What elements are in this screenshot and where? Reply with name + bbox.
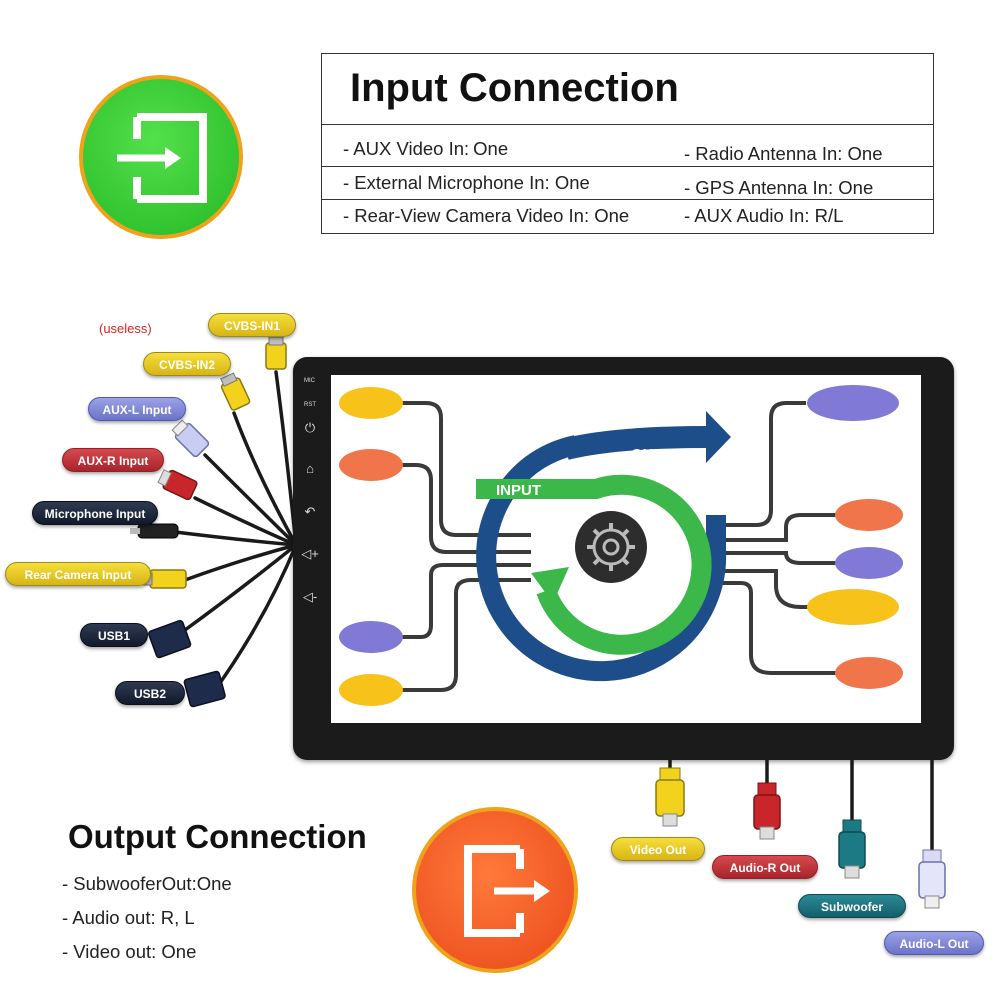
- output-icon-circle: [412, 807, 578, 973]
- home-icon[interactable]: ⌂: [306, 461, 314, 476]
- bubble: [339, 621, 403, 653]
- cvbs-in1-connector: [265, 336, 287, 370]
- label-usb1: USB1: [80, 623, 148, 647]
- label-microphone-input: Microphone Input: [32, 501, 158, 525]
- output-audio: - Audio out: R, L: [62, 907, 195, 928]
- output-icon: [464, 845, 550, 937]
- svg-text:OUTPUT: OUTPUT: [631, 446, 693, 463]
- bubble: [835, 499, 903, 531]
- label-usb2: USB2: [115, 681, 185, 705]
- cvbs-in2-connector: [220, 372, 251, 411]
- input-title: Input Connection: [350, 66, 679, 110]
- bubble: [339, 674, 403, 706]
- input-icon-circle: [79, 75, 243, 239]
- table-divider: [322, 199, 933, 200]
- label-subwoofer: Subwoofer: [798, 894, 906, 918]
- subwoofer-connector: [838, 819, 866, 879]
- label-cvbs-in1: CVBS-IN1: [208, 313, 296, 337]
- bubble: [807, 589, 899, 625]
- output-subwoofer: - SubwooferOut:One: [62, 873, 232, 894]
- bubble: [835, 547, 903, 579]
- spec-aux-video: - AUX Video In:One: [343, 138, 509, 159]
- label-aux-l-input: AUX-L Input: [88, 397, 186, 421]
- bubble: [339, 449, 403, 481]
- audio-r-out-connector: [753, 782, 781, 840]
- back-icon[interactable]: ↶: [304, 504, 316, 519]
- microphone-connector: [130, 523, 179, 539]
- label-audio-l-out: Audio-L Out: [884, 931, 984, 955]
- volume-up-icon[interactable]: ◁+: [301, 546, 319, 561]
- audio-l-out-connector: [918, 849, 946, 909]
- label-cvbs-in2: CVBS-IN2: [143, 352, 231, 376]
- output-video: - Video out: One: [62, 941, 197, 962]
- spec-gps-antenna: - GPS Antenna In: One: [684, 177, 874, 198]
- spec-aux-audio: - AUX Audio In: R/L: [684, 205, 844, 226]
- table-divider: [322, 124, 933, 125]
- label-rear-camera-input: Rear Camera Input: [5, 562, 151, 586]
- usb2-connector: [183, 670, 226, 708]
- label-video-out: Video Out: [611, 837, 705, 861]
- aux-l-connector: [171, 419, 210, 458]
- video-out-connector: [655, 767, 685, 827]
- spec-radio-antenna: - Radio Antenna In: One: [684, 143, 883, 164]
- io-diagram: OUTPUT INPUT: [339, 385, 903, 706]
- table-divider: [322, 166, 933, 167]
- rst-label: RST: [304, 402, 316, 408]
- mic-label: MIC: [304, 378, 315, 384]
- power-icon[interactable]: ⏻: [304, 420, 316, 435]
- usb1-connector: [148, 619, 192, 659]
- svg-text:INPUT: INPUT: [496, 482, 541, 499]
- input-connection-table: Input Connection - AUX Video In:One - Ex…: [321, 53, 934, 234]
- label-audio-r-out: Audio-R Out: [712, 855, 818, 879]
- spec-rear-camera: - Rear-View Camera Video In: One: [343, 205, 630, 226]
- bubble: [339, 387, 403, 419]
- input-icon: [117, 113, 207, 203]
- useless-note: (useless): [99, 321, 152, 336]
- volume-down-icon[interactable]: ◁-: [302, 589, 318, 604]
- label-aux-r-input: AUX-R Input: [62, 448, 164, 472]
- screen: OUTPUT INPUT: [331, 375, 921, 723]
- aux-r-connector: [157, 469, 198, 501]
- spec-external-mic: - External Microphone In: One: [343, 172, 590, 193]
- bubble: [835, 657, 903, 689]
- gear-icon: [587, 523, 635, 571]
- bubble: [807, 385, 899, 421]
- output-title: Output Connection: [68, 818, 367, 855]
